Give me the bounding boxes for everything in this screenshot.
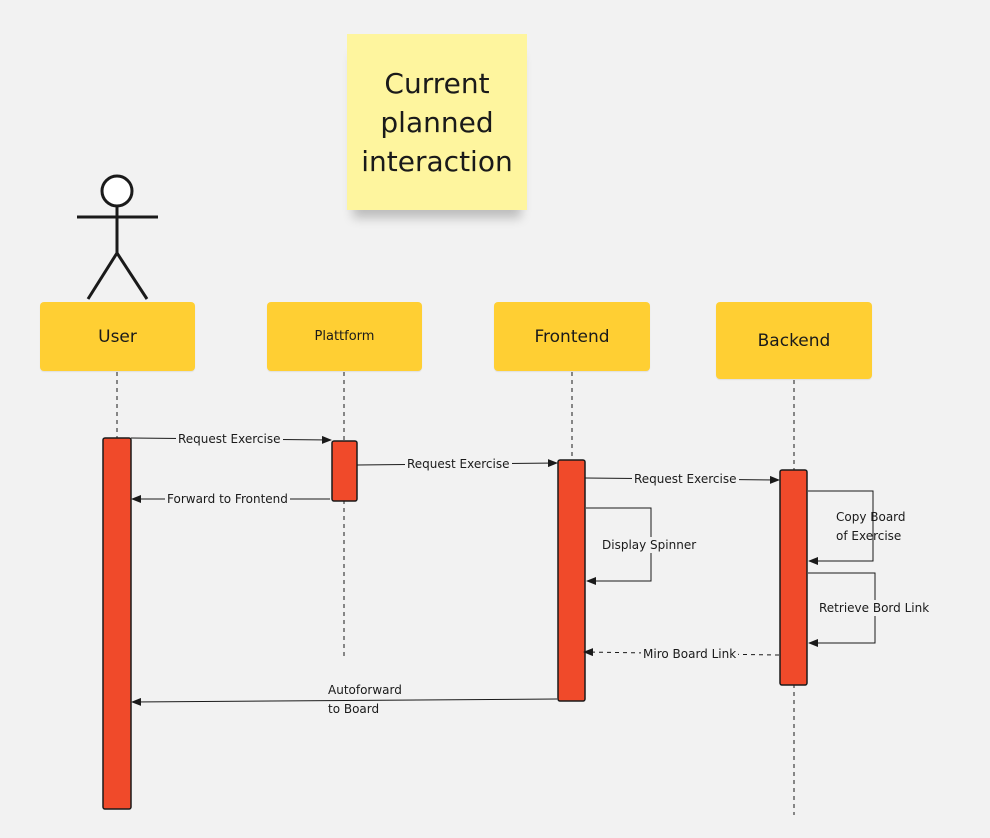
participant-user[interactable]: User [40,302,195,371]
participant-frontend[interactable]: Frontend [494,302,650,371]
participant-frontend-label: Frontend [534,326,610,347]
retrieve-link-label: Retrieve Bord Link [817,600,932,616]
user-activation-bar [102,437,132,810]
frontend-activation-bar [557,459,586,702]
user-request-label: Request Exercise [176,431,283,447]
participant-platform[interactable]: Plattform [267,302,422,371]
copy-board-label-line2: of Exercise [836,529,902,543]
sticky-note[interactable]: Current planned interaction [347,34,527,210]
autoforward-label-line1: Autoforward [328,683,402,697]
forward-to-frontend-label: Forward to Frontend [165,491,290,507]
sticky-note-text: Current planned interaction [361,66,513,178]
miro-link-label: Miro Board Link [641,646,739,662]
platform-request-label: Request Exercise [405,456,512,472]
frontend-request-label: Request Exercise [632,471,739,487]
backend-activation-bar [779,469,808,686]
display-spinner-label: Display Spinner [600,537,699,553]
autoforward-label: Autoforward to Board [326,681,404,719]
copy-board-arrow [808,490,874,565]
user-actor-icon [77,174,158,300]
participant-platform-label: Plattform [314,329,375,344]
copy-board-label: Copy Board of Exercise [834,508,908,546]
participant-backend[interactable]: Backend [716,302,872,379]
copy-board-label-line1: Copy Board [836,510,906,524]
participant-backend-label: Backend [757,330,831,351]
autoforward-arrow [131,697,558,706]
autoforward-label-line2: to Board [328,702,380,716]
platform-activation-bar [331,440,358,502]
participant-user-label: User [98,326,137,347]
